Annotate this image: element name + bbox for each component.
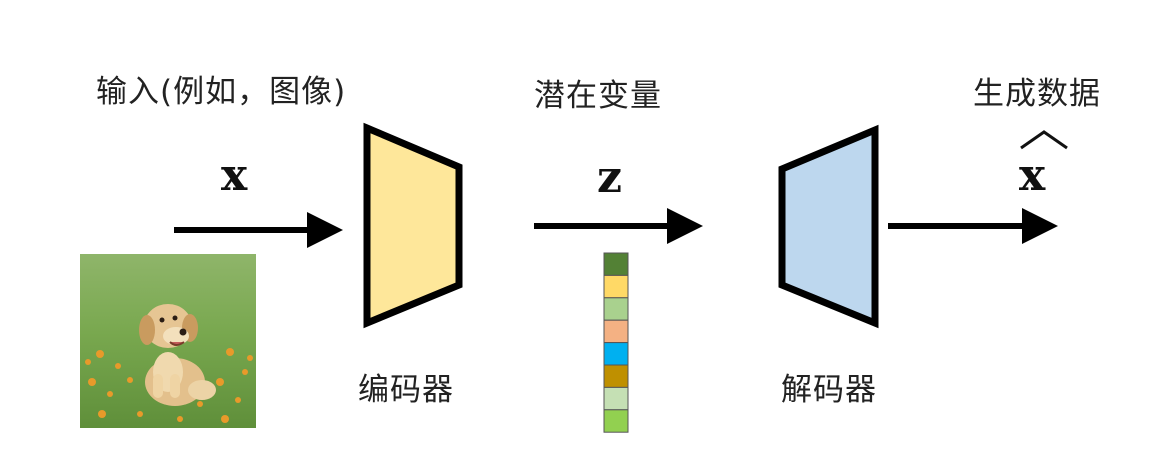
latent-cell: [603, 274, 629, 299]
input-image-puppy: [80, 254, 256, 428]
decoder-label: 解码器: [781, 372, 877, 408]
encoder-label: 编码器: [358, 372, 454, 408]
hat-accent: [1020, 130, 1068, 150]
decoder-block: [778, 124, 879, 329]
generated-label: 生成数据: [973, 76, 1101, 112]
latent-cell: [603, 319, 629, 344]
latent-label: 潜在变量: [534, 78, 662, 114]
latent-cell: [603, 409, 629, 433]
latent-cell: [603, 386, 629, 411]
latent-cell: [603, 342, 629, 366]
input-label: 输入(例如，图像): [96, 74, 347, 110]
latent-vector: [603, 252, 629, 433]
encoder-block: [363, 122, 463, 329]
output-variable-x-hat: x: [1019, 150, 1046, 201]
input-variable-x: x: [221, 150, 248, 201]
latent-cell: [603, 364, 629, 388]
latent-variable-z: z: [597, 152, 622, 203]
latent-cell: [603, 252, 629, 276]
latent-cell: [603, 297, 629, 321]
